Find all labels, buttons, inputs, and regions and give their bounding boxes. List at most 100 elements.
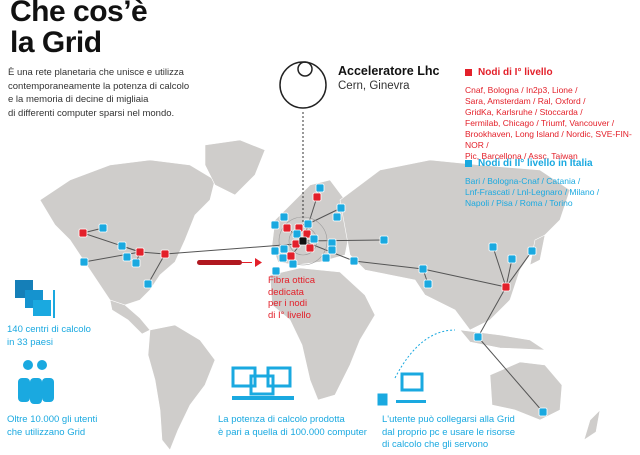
tier2-node [270,246,280,256]
legend-heading: Nodi di II° livello in Italia [478,158,593,169]
stat-line: in 33 paesi [7,336,53,348]
tier2-node [278,253,288,263]
tier2-node [143,279,153,289]
tier2-node [271,266,281,276]
legend-line: Napoli / Pisa / Roma / Torino [465,198,573,208]
fiber-line: di I° livello [268,309,311,321]
tier1-node [78,228,88,238]
user-link [394,329,456,379]
stat-line: Oltre 10.000 gli utenti [7,414,98,425]
title-line-1: Che cos’è [10,0,148,28]
fiber-line: per i nodi [268,298,308,309]
central-america [109,299,151,335]
tier2-node [309,234,319,244]
lhc-place: Cern, Ginevra [338,80,410,92]
tier1-node [501,282,511,292]
tier2-node [117,241,127,251]
tier2-node [349,256,359,266]
tier2-node [303,219,313,229]
computers-icon [231,366,294,400]
tier2-node [507,254,517,264]
tier2-node [473,332,483,342]
fiber-label: Fibra ottica dedicata per i nodi di I° l… [268,275,315,321]
south-america [147,324,216,451]
tier2-node [488,242,498,252]
tier2-node [327,245,337,255]
tier2-node [279,244,289,254]
new-zealand [583,409,601,441]
tier2-node [79,257,89,267]
tier1-node [305,243,315,253]
intro-line: e la memoria di decine di migliaia [8,94,149,105]
legend-heading: Nodi di I° livello [478,67,553,78]
lhc-label: Acceleratore Lhc Cern, Ginevra [338,64,439,92]
legend-line: Fermilab, Chicago / Triumf, Vancouver / [465,118,615,128]
lhc-ring-icon [279,61,327,109]
legend-line: Brookhaven, Long Island / Nordic, SVE-FI… [465,129,632,150]
tier2-node [292,229,302,239]
grid-nodes [78,183,548,417]
tier2-node [332,212,342,222]
legend-line: Cnaf, Bologna / In2p3, Lione / [465,85,578,95]
legend-tier2: Nodi di II° livello in Italia Bari / Bol… [465,158,599,209]
tier2-node [336,203,346,213]
tier1-node [312,192,322,202]
stat-line: di calcolo che gli servono [382,439,489,450]
fiber-line: dedicata [268,286,304,298]
tier2-node [288,259,298,269]
north-america [39,159,216,306]
greenland [204,139,266,196]
asia [339,159,571,331]
tier2-node [98,223,108,233]
tier2-node [418,264,428,274]
legend-line: Pic, Barcellona / Assc, Taiwan [465,151,578,161]
tier2-node [279,212,289,222]
users-icon [18,360,54,404]
page-title: Che cos’è la Grid [10,0,148,59]
tier2-node [538,407,548,417]
personal-computer-icon [377,372,426,406]
fiber-optic-icon [197,258,262,267]
tier2-node [527,246,537,256]
stat-line: L'utente può collegarsi alla Grid [382,414,515,425]
indonesia [459,329,547,351]
lhc-name: Acceleratore Lhc [338,64,440,78]
red-square-icon [465,69,472,76]
tier1-node [286,251,296,261]
tier2-node [315,183,325,193]
blue-square-icon [465,160,472,167]
stat-line: La potenza di calcolo prodotta [218,414,345,425]
stat-line: dal proprio pc e usare le risorse [382,426,516,438]
japan [529,234,546,266]
legend-line: Bari / Bologna-Cnaf / Catania / [465,176,581,186]
africa [269,267,376,401]
tier2-node [270,220,280,230]
tier2-node [321,253,331,263]
legend-line: GridKa, Karlsruhe / Stoccarda / [465,107,583,117]
intro-text: È una rete planetaria che unisce e utili… [8,66,258,120]
intro-line: contemporaneamente la potenza di calcolo [8,80,190,92]
cern-node [298,236,308,246]
tier2-node [423,279,433,289]
australia [489,361,563,421]
datacenter-icon [15,280,55,318]
title-line-2: la Grid [10,26,102,59]
tier1-node [160,249,170,259]
stat-line: che utilizzano Grid [7,426,86,438]
stat-line: 140 centri di calcolo [7,324,91,335]
intro-line: È una rete planetaria che unisce e utili… [8,67,184,78]
tier1-node [135,247,145,257]
tier2-node [122,252,132,262]
fiber-line: Fibra ottica [268,275,315,286]
intro-line: di differenti computer sparsi nel mondo. [8,107,175,119]
legend-line: Sara, Amsterdam / Ral, Oxford / [465,96,586,106]
legend-line: Lnf-Frascati / Lnl-Legnaro / Milano / [465,187,600,197]
legend-tier1: Nodi di I° livello Cnaf, Bologna / In2p3… [465,67,640,162]
tier1-node [282,223,292,233]
